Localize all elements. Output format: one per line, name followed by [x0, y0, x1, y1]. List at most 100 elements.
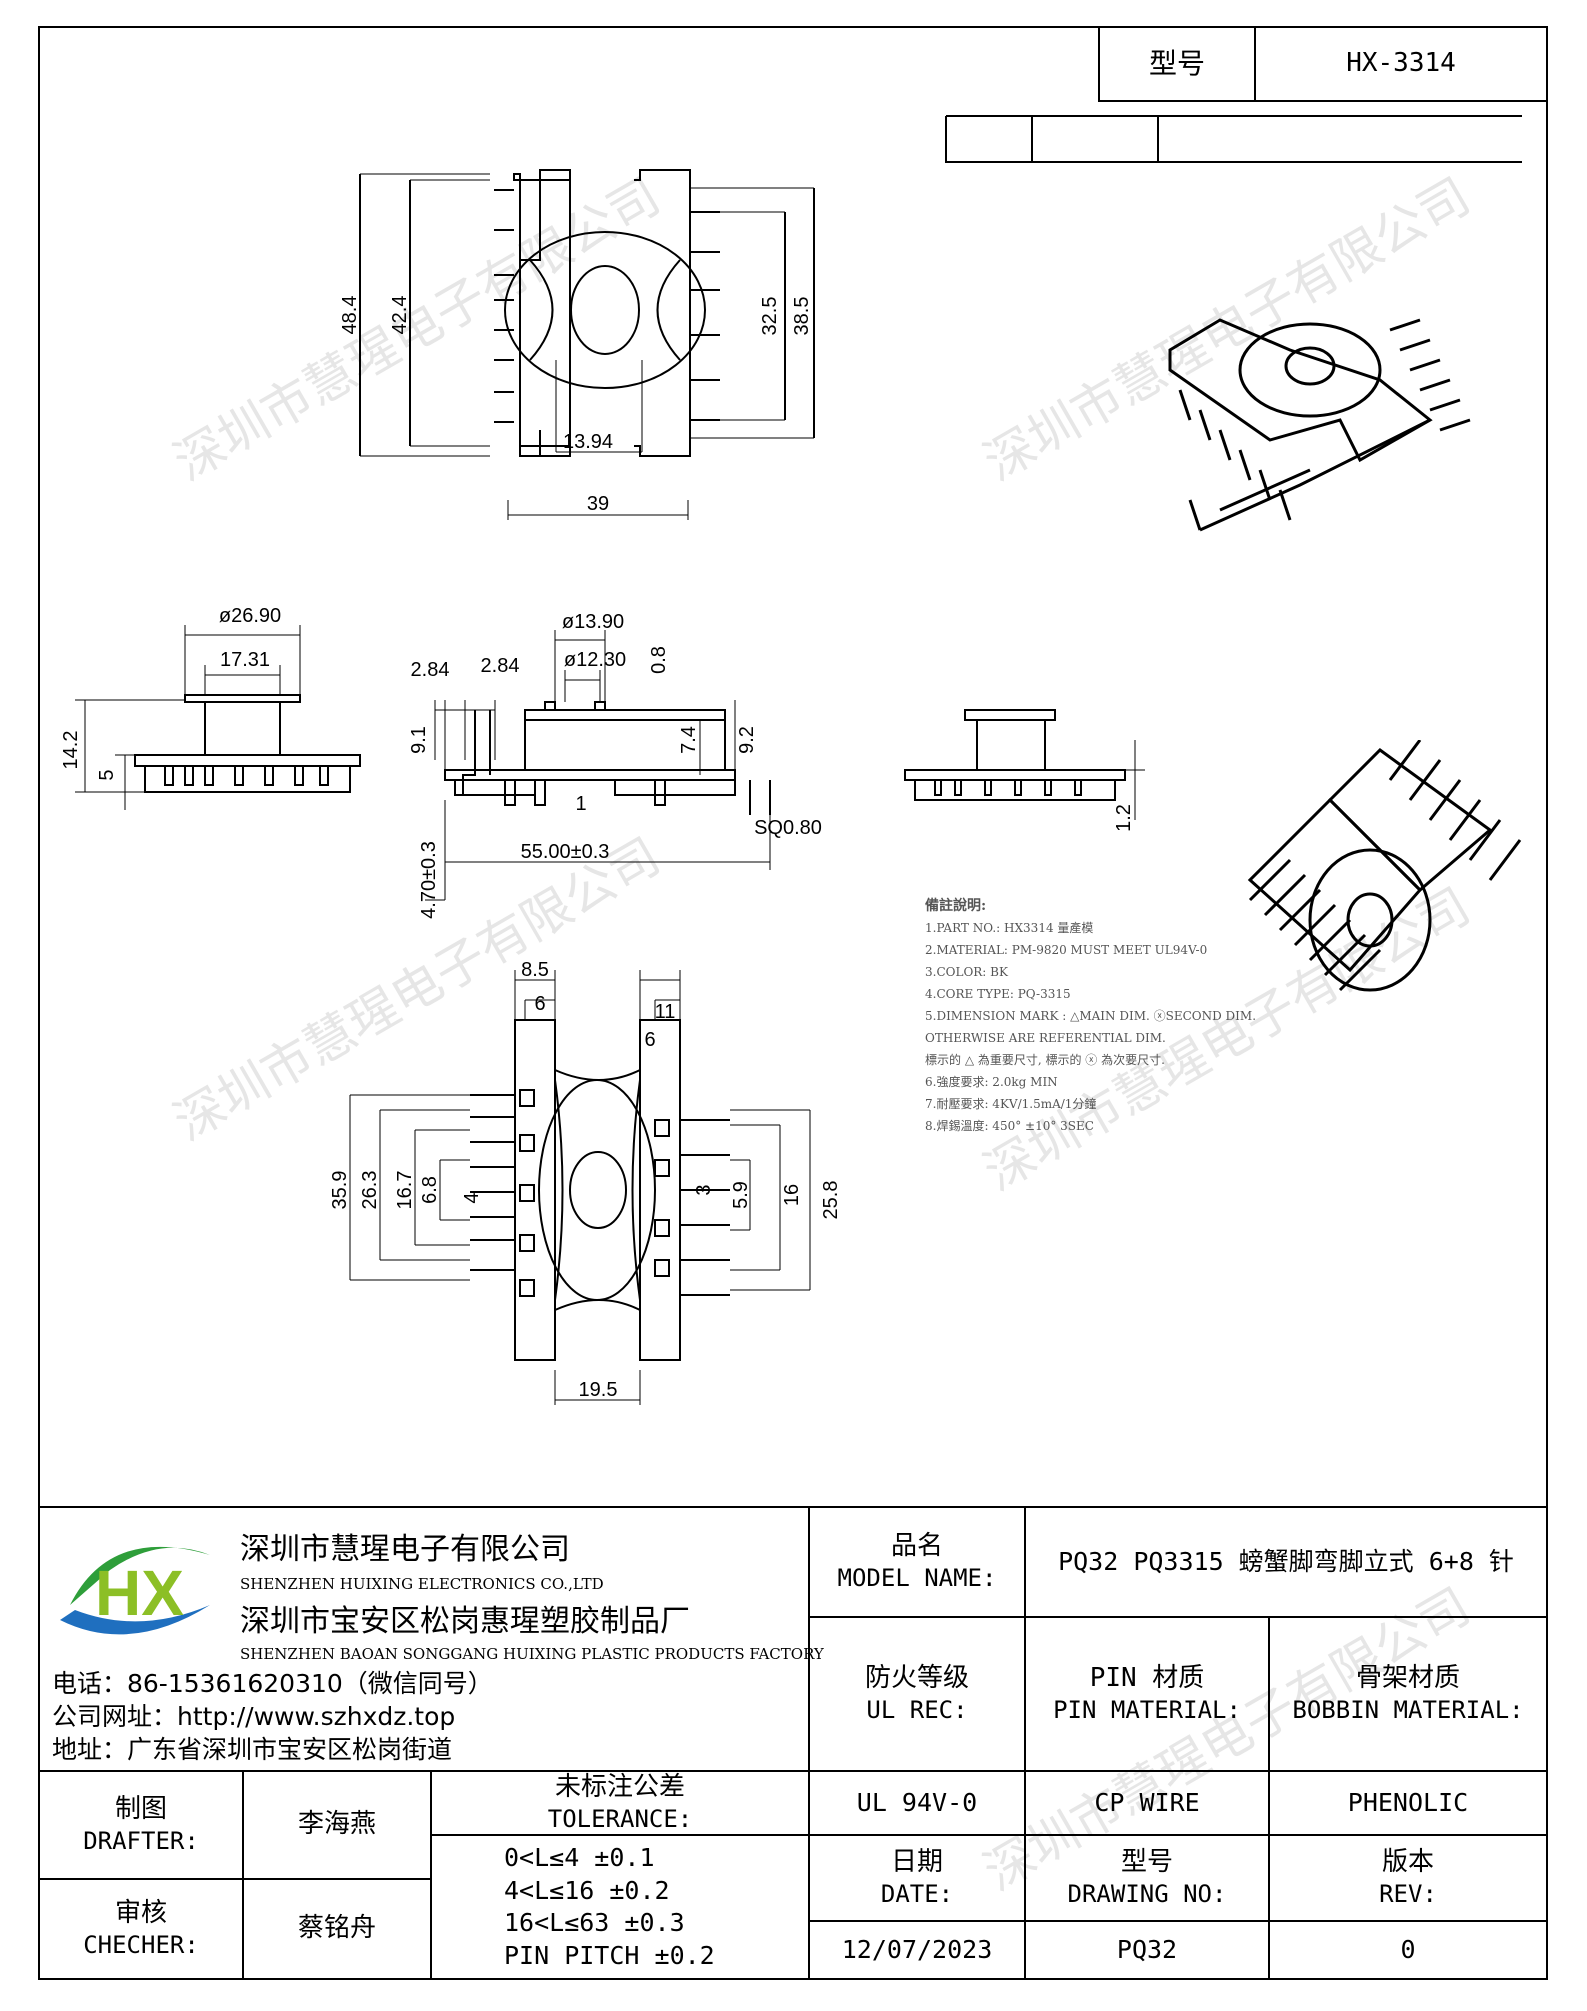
date-value: 12/07/2023 — [808, 1920, 1026, 1980]
label-en: MODEL NAME: — [837, 1564, 997, 1593]
dim-text: 19.5 — [579, 1379, 618, 1401]
company-name-en: SHENZHEN HUIXING ELECTRONICS CO.,LTD — [240, 1575, 604, 1593]
logo-text: HX — [95, 1557, 184, 1629]
side-view-drawing: ø26.90 17.31 14.2 5 — [60, 605, 361, 810]
label-cn: 未标注公差 — [554, 1771, 685, 1802]
dim-text: ø13.90 — [562, 611, 624, 633]
dim-text: 7.4 — [678, 726, 700, 754]
isometric-view-1 — [1168, 318, 1471, 532]
dim-text: 4.70±0.3 — [418, 841, 440, 919]
header-model-value: HX-3314 — [1254, 26, 1548, 102]
company-website: 公司网址：http://www.szhxdz.top — [52, 1702, 456, 1731]
ul-value: UL 94V-0 — [808, 1770, 1026, 1836]
tolerance-values: 0<L≤4 ±0.1 4<L≤16 ±0.2 16<L≤63 ±0.3 PIN … — [430, 1834, 810, 1980]
dim-text: 16 — [781, 1184, 803, 1206]
note-item: 5.DIMENSION MARK : △MAIN DIM. ⓧSECOND DI… — [925, 1009, 1257, 1023]
dim-text: 26.3 — [359, 1171, 381, 1210]
header-model-label: 型号 — [1098, 26, 1256, 102]
rev-value: 0 — [1268, 1920, 1548, 1980]
company-phone: 电话：86-15361620310（微信同号） — [52, 1669, 493, 1698]
dim-text: 17.31 — [220, 649, 270, 671]
checker-label: 审核 CHECHER: — [38, 1878, 244, 1980]
note-item: 2.MATERIAL: PM-9820 MUST MEET UL94V-0 — [925, 943, 1208, 957]
drafter-label: 制图 DRAFTER: — [38, 1770, 244, 1880]
note-item: 4.CORE TYPE: PQ-3315 — [925, 987, 1071, 1001]
checker-value: 蔡铭舟 — [242, 1878, 432, 1980]
company-logo: HX — [60, 1546, 210, 1635]
note-item: 1.PART NO.: HX3314 量產模 — [925, 921, 1094, 935]
tolerance-label: 未标注公差 TOLERANCE: — [430, 1770, 810, 1836]
drawing-no-label: 型号 DRAWING NO: — [1024, 1834, 1270, 1922]
dim-text: 42.4 — [389, 296, 411, 335]
dim-text: 1 — [575, 793, 586, 815]
dim-text: 1.2 — [1113, 804, 1135, 832]
company-name-cn: 深圳市慧瑆电子有限公司 — [240, 1532, 570, 1567]
dim-text: 5 — [96, 769, 118, 780]
tolerance-line: 4<L≤16 ±0.2 — [504, 1875, 670, 1905]
bottom-view-drawing: 8.5 6 11 6 35.9 26.3 16.7 6.8 4 3 5.9 16… — [329, 960, 842, 1405]
rev-label: 版本 REV: — [1268, 1834, 1548, 1922]
dim-text: 8.5 — [521, 960, 549, 981]
label-en: DATE: — [880, 1880, 954, 1909]
note-item: 7.耐壓要求: 4KV/1.5mA/1分鐘 — [925, 1097, 1097, 1111]
bobbin-material-label: 骨架材质 BOBBIN MATERIAL: — [1268, 1616, 1548, 1772]
notes-block: 備註說明: 1.PART NO.: HX3314 量產模 2.MATERIAL:… — [925, 895, 1256, 1137]
dim-text: 9.1 — [408, 726, 430, 754]
label-cn: 骨架材质 — [1355, 1662, 1460, 1693]
dim-text: 3 — [693, 1184, 715, 1195]
label-en: DRAWING NO: — [1067, 1880, 1227, 1909]
dim-text: 14.2 — [60, 731, 82, 770]
dim-text: 4 — [461, 1192, 483, 1203]
label-cn: 制图 — [114, 1793, 167, 1824]
dim-text: 0.8 — [648, 646, 670, 674]
label-cn: 审核 — [114, 1897, 167, 1928]
dim-text: 11 — [655, 1001, 676, 1023]
note-item: OTHERWISE ARE REFERENTIAL DIM. — [925, 1031, 1166, 1045]
tolerance-line: PIN PITCH ±0.2 — [504, 1940, 715, 1970]
label-en: CHECHER: — [83, 1931, 199, 1960]
dim-text: 6.8 — [419, 1176, 441, 1204]
drafter-value: 李海燕 — [242, 1770, 432, 1880]
dim-text: 9.2 — [736, 726, 758, 754]
dim-text: 32.5 — [759, 297, 781, 336]
note-item: 3.COLOR: BK — [925, 965, 1008, 979]
dim-text: 35.9 — [329, 1171, 351, 1210]
note-item: 8.焊錫溫度: 450° ±10° 3SEC — [925, 1119, 1094, 1133]
label-cn: 版本 — [1381, 1846, 1434, 1877]
pin-value: CP WIRE — [1024, 1770, 1270, 1836]
isometric-view-2 — [1247, 740, 1522, 992]
factory-name-en: SHENZHEN BAOAN SONGGANG HUIXING PLASTIC … — [240, 1645, 824, 1663]
label-en: UL REC: — [866, 1696, 968, 1725]
model-name-value: PQ32 PQ3315 螃蟹脚弯脚立式 6+8 针 — [1024, 1506, 1548, 1618]
label-en: DRAFTER: — [83, 1827, 199, 1856]
label-en: PIN MATERIAL: — [1053, 1696, 1241, 1725]
date-label: 日期 DATE: — [808, 1834, 1026, 1922]
dim-text: 2.84 — [411, 659, 450, 681]
dim-text: 25.8 — [820, 1181, 842, 1220]
dim-text: ø26.90 — [219, 605, 281, 627]
drawing-no-value: PQ32 — [1024, 1920, 1270, 1980]
right-view-drawing: 1.2 — [904, 709, 1145, 832]
bobbin-value: PHENOLIC — [1268, 1770, 1548, 1836]
tolerance-line: 16<L≤63 ±0.3 — [504, 1908, 685, 1937]
label-cn: 防火等级 — [864, 1662, 969, 1693]
dim-text: 6 — [534, 993, 545, 1015]
dim-text: 5.9 — [730, 1181, 752, 1209]
notes-title: 備註說明: — [925, 898, 987, 914]
dim-text: ø12.30 — [564, 649, 626, 671]
note-item: 6.強度要求: 2.0kg MIN — [925, 1075, 1058, 1089]
label-cn: 型号 — [1120, 1846, 1173, 1877]
tolerance-line: 0<L≤4 ±0.1 — [504, 1843, 655, 1872]
company-address: 地址：广东省深圳市宝安区松岗街道 — [52, 1735, 453, 1764]
dim-text: 55.00±0.3 — [521, 841, 610, 863]
label-cn: PIN 材质 — [1089, 1662, 1205, 1693]
dim-text: 13.94 — [563, 431, 613, 453]
front-view-drawing: ø13.90 ø12.30 0.8 2.84 2.84 9.1 7.4 9.2 … — [408, 611, 822, 919]
factory-name-cn: 深圳市宝安区松岗惠瑆塑胶制品厂 — [240, 1604, 690, 1639]
label-cn: 品名 — [890, 1530, 943, 1561]
label-cn: 日期 — [890, 1846, 943, 1877]
label-en: BOBBIN MATERIAL: — [1292, 1696, 1524, 1725]
note-item: 標示的 △ 為重要尺寸, 標示的 ⓧ 為次要尺寸. — [925, 1053, 1165, 1067]
dim-text: 16.7 — [394, 1171, 416, 1210]
dim-text: 2.84 — [481, 655, 520, 677]
